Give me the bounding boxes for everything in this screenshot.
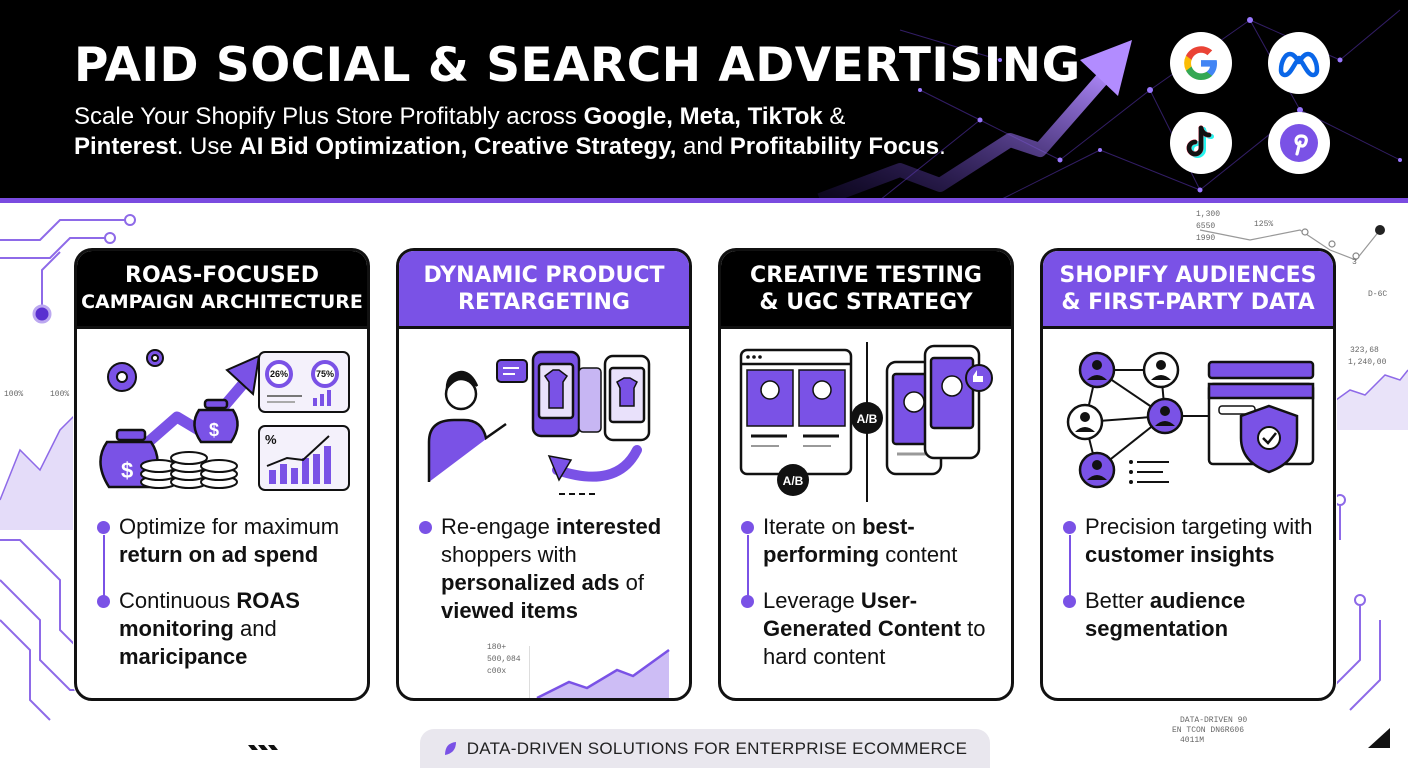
donut-label: 75% — [316, 369, 334, 379]
deco-label: 1,240,00 — [1348, 358, 1387, 367]
ab-badge — [777, 464, 809, 496]
page-title: PAID SOCIAL & SEARCH ADVERTISING — [74, 38, 1081, 93]
deco-label: 4011M — [1180, 736, 1205, 745]
svg-text:$: $ — [209, 420, 219, 440]
deco-label: EN TCON DN6R606 — [1172, 726, 1245, 735]
card-bullets: Optimize for maximum return on ad spend … — [95, 513, 353, 689]
mini-growth-chart — [529, 646, 670, 698]
retargeting-illustration — [427, 350, 651, 495]
mini-chart-label: 180+ — [487, 643, 507, 652]
card-bullets: Iterate on best-performing content Lever… — [739, 513, 997, 689]
phone-icon — [603, 354, 651, 442]
deco-label: 3 — [1352, 258, 1357, 267]
bullet-item: Better audience segmentation — [1061, 587, 1319, 643]
deco-label: 1,300 — [1196, 210, 1221, 219]
bullet-item: Optimize for maximum return on ad spend — [95, 513, 353, 569]
deco-label: D-6C — [1368, 290, 1388, 299]
gear-icon — [146, 349, 164, 367]
money-bag-icon: $ — [193, 398, 239, 444]
leaf-icon — [444, 742, 456, 755]
network-arrow-graphic — [817, 9, 1402, 202]
deco-label: 100% — [50, 390, 70, 399]
svg-text:%: % — [265, 432, 277, 447]
mini-chart-label: 500,084 — [487, 655, 521, 664]
svg-text:$: $ — [121, 458, 133, 483]
bullet-item: Precision targeting with customer insigh… — [1061, 513, 1319, 569]
header-banner: PAID SOCIAL & SEARCH ADVERTISING Scale Y… — [0, 0, 1408, 202]
ab-badge — [851, 402, 883, 434]
card-title-line2: & UGC STRATEGY — [759, 289, 973, 315]
phone-icon — [923, 344, 981, 460]
deco-label: 1990 — [1196, 234, 1216, 243]
bullet-item: Continuous ROAS monitoring and maricipan… — [95, 587, 353, 671]
card-header: CREATIVE TESTING & UGC STRATEGY — [721, 251, 1011, 329]
chat-bubble-icon — [496, 359, 528, 383]
svg-text:A/B: A/B — [783, 474, 804, 488]
mini-chart-label: c00x — [487, 667, 507, 676]
page-subtitle: Scale Your Shopify Plus Store Profitably… — [74, 103, 946, 160]
card-dynamic-retargeting: DYNAMIC PRODUCT RETARGETING — [396, 248, 692, 701]
card-title-line2: RETARGETING — [458, 289, 630, 315]
shield-check-icon — [1239, 404, 1299, 474]
card-creative-testing: CREATIVE TESTING & UGC STRATEGY A/B A/B — [718, 248, 1014, 701]
card-title-line1: DYNAMIC PRODUCT — [423, 262, 665, 288]
bullet-item: Iterate on best-performing content — [739, 513, 997, 569]
bullet-item: Leverage User-Generated Content to hard … — [739, 587, 997, 671]
circuit-decoration — [0, 214, 1408, 750]
roas-illustration: $ $ 26% 75% % — [99, 349, 350, 491]
tiktok-icon — [1170, 112, 1232, 174]
card-header: SHOPIFY AUDIENCES & FIRST-PARTY DATA — [1043, 251, 1333, 329]
card-shopify-audiences: SHOPIFY AUDIENCES & FIRST-PARTY DATA — [1040, 248, 1336, 701]
coin-stack-icon — [140, 451, 238, 489]
footer-banner: DATA-DRIVEN SOLUTIONS FOR ENTERPRISE ECO… — [420, 729, 990, 768]
deco-label: 125% — [1254, 220, 1274, 229]
card-bullets: Precision targeting with customer insigh… — [1061, 513, 1319, 661]
svg-text:A/B: A/B — [857, 412, 878, 426]
donut-label: 26% — [270, 369, 288, 379]
card-title-line1: SHOPIFY AUDIENCES — [1059, 262, 1317, 288]
pinterest-icon — [1268, 112, 1330, 174]
card-roas-campaign: ROAS-FOCUSED CAMPAIGN ARCHITECTURE $ $ — [74, 248, 370, 701]
deco-label: DATA-DRIVEN 90 — [1180, 716, 1248, 725]
audience-network-illustration — [1066, 351, 1315, 489]
retarget-arrow-icon — [552, 445, 642, 482]
card-header: ROAS-FOCUSED CAMPAIGN ARCHITECTURE — [77, 251, 367, 329]
card-header: DYNAMIC PRODUCT RETARGETING — [399, 251, 689, 329]
card-title-line2: & FIRST-PARTY DATA — [1061, 289, 1315, 315]
header-divider — [0, 198, 1408, 203]
footer-text: DATA-DRIVEN SOLUTIONS FOR ENTERPRISE ECO… — [466, 739, 968, 758]
deco-label: 323,68 — [1350, 346, 1379, 355]
browser-window-icon — [739, 348, 853, 476]
phone-icon — [531, 350, 581, 438]
gear-icon — [107, 362, 137, 392]
deco-label: 100% — [4, 390, 24, 399]
card-bullets: Re-engage interested shoppers with perso… — [417, 513, 675, 643]
shopper-icon — [427, 370, 507, 482]
meta-icon — [1268, 32, 1330, 94]
card-title-line2: CAMPAIGN ARCHITECTURE — [81, 290, 363, 313]
ab-testing-illustration: A/B A/B — [739, 342, 993, 502]
card-title-line1: CREATIVE TESTING — [750, 262, 982, 288]
card-title-line1: ROAS-FOCUSED — [125, 262, 319, 288]
google-icon — [1170, 32, 1232, 94]
deco-label: 6550 — [1196, 222, 1216, 231]
bullet-item: Re-engage interested shoppers with perso… — [417, 513, 675, 625]
